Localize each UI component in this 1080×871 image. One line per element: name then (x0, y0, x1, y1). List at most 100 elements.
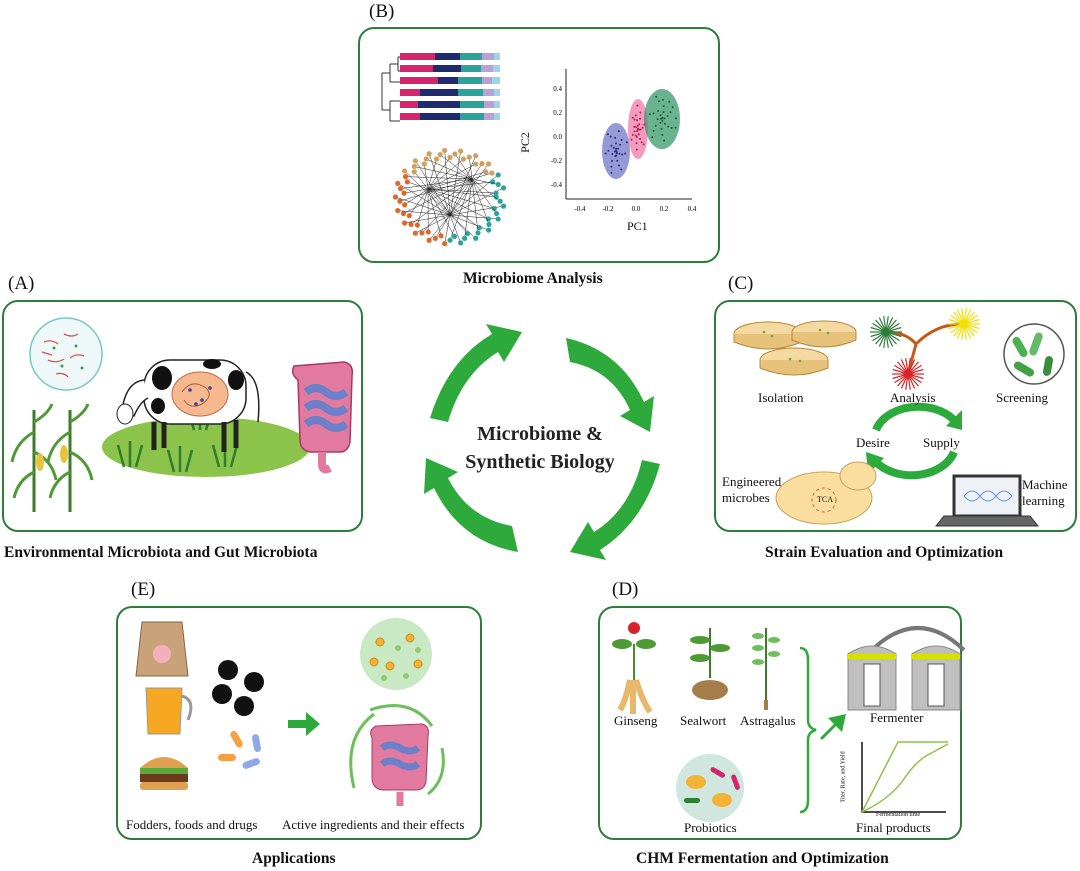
tree-branch (907, 373, 911, 390)
network-node (500, 185, 507, 191)
network-edge (427, 188, 496, 194)
pca-point (640, 141, 643, 144)
tree-branch (885, 331, 894, 347)
bar-segment (494, 53, 500, 60)
tca-label: TCA (817, 495, 833, 504)
pca-point (611, 159, 614, 162)
pca-point (636, 130, 639, 133)
pca-point (625, 141, 628, 144)
screening-label: Screening (996, 390, 1048, 405)
network-node (493, 210, 500, 217)
pca-point (662, 111, 665, 114)
sealwort-icon (690, 628, 730, 700)
pca-y-tick: -0.2 (551, 157, 563, 165)
pca-point (663, 122, 666, 125)
tree-branch (963, 323, 972, 339)
pca-point (663, 139, 666, 142)
pca-point (636, 124, 639, 127)
probiotics-icon (676, 754, 744, 822)
panel-a-title: Environmental Microbiota and Gut Microbi… (4, 544, 318, 561)
panel-c-title: Strain Evaluation and Optimization (765, 544, 1004, 561)
tree-branch (956, 323, 965, 339)
pca-point (631, 133, 634, 136)
bar-segment (420, 113, 460, 120)
network-node (451, 233, 458, 240)
cycle-arrow-2 (566, 338, 654, 432)
pca-point (635, 142, 638, 145)
network-node (423, 156, 429, 162)
network-edge (414, 166, 473, 180)
bar-segment (420, 89, 458, 96)
learning-label: learning (1022, 493, 1065, 508)
tree-branch (897, 361, 909, 375)
panel-c-label: (C) (728, 273, 754, 294)
network-node (491, 205, 497, 212)
tree-branch (963, 323, 978, 334)
panel-d-illustration (612, 622, 966, 822)
pca-point (636, 104, 639, 107)
pca-point (604, 152, 607, 155)
bar-segment (492, 77, 500, 84)
tree-branch (961, 308, 965, 325)
supply-label: Supply (923, 435, 960, 450)
panel-d: Ginseng Sealwort Astragalus Fermenter Pr… (598, 606, 966, 840)
cycle-arrows-icon (872, 402, 958, 480)
network-edge (427, 171, 486, 190)
network-edge (427, 163, 476, 190)
intestine-icon (291, 361, 354, 474)
network-node (412, 158, 418, 164)
pca-point (668, 100, 671, 103)
network-node (421, 161, 427, 167)
network-node (400, 210, 407, 217)
pca-point (635, 148, 638, 151)
pca-point (635, 135, 638, 138)
network-node (412, 230, 418, 236)
network-node (404, 179, 410, 185)
tree-branch (883, 331, 887, 348)
panel-b-illustration (381, 53, 507, 247)
pca-point (633, 125, 636, 128)
pca-point (617, 164, 620, 167)
network-node (433, 156, 440, 162)
pca-x-tick: 0.0 (632, 205, 641, 213)
tree-branch (950, 323, 965, 334)
network-node (495, 172, 501, 178)
pca-point (643, 123, 646, 126)
bar-segment (433, 65, 461, 72)
chart-xlabel: Fermentation time (876, 812, 921, 818)
pca-point (656, 118, 659, 121)
capsules-icon (218, 730, 261, 769)
pca-point (661, 116, 664, 119)
pca-point (670, 126, 673, 129)
pca-point (613, 150, 616, 153)
network-edge (417, 188, 429, 226)
network-edge (427, 188, 455, 237)
network-edge (449, 151, 461, 216)
tree-branch (907, 373, 919, 387)
panel-b-label: (B) (369, 1, 395, 22)
final-products-chart (861, 741, 949, 813)
center-line-2: Synthetic Biology (465, 451, 615, 473)
network-edge (427, 188, 495, 209)
network-node (419, 230, 425, 236)
pca-point (648, 113, 651, 116)
pca-point (633, 130, 636, 133)
tree-branch (963, 318, 980, 325)
tree-branch (878, 317, 887, 333)
network-node (425, 229, 431, 235)
tree-branch (963, 323, 967, 340)
bar-segment (460, 113, 484, 120)
pca-point (669, 111, 672, 114)
network-node (438, 233, 444, 239)
tree-branch (950, 314, 965, 325)
network-node (495, 216, 501, 222)
feed-bag-icon (135, 621, 189, 677)
network-node (493, 194, 499, 200)
network-edge (424, 164, 429, 190)
bar-segment (484, 101, 494, 108)
network-node (402, 174, 409, 180)
panel-e-illustration (135, 618, 445, 806)
tree-branch (963, 323, 980, 330)
